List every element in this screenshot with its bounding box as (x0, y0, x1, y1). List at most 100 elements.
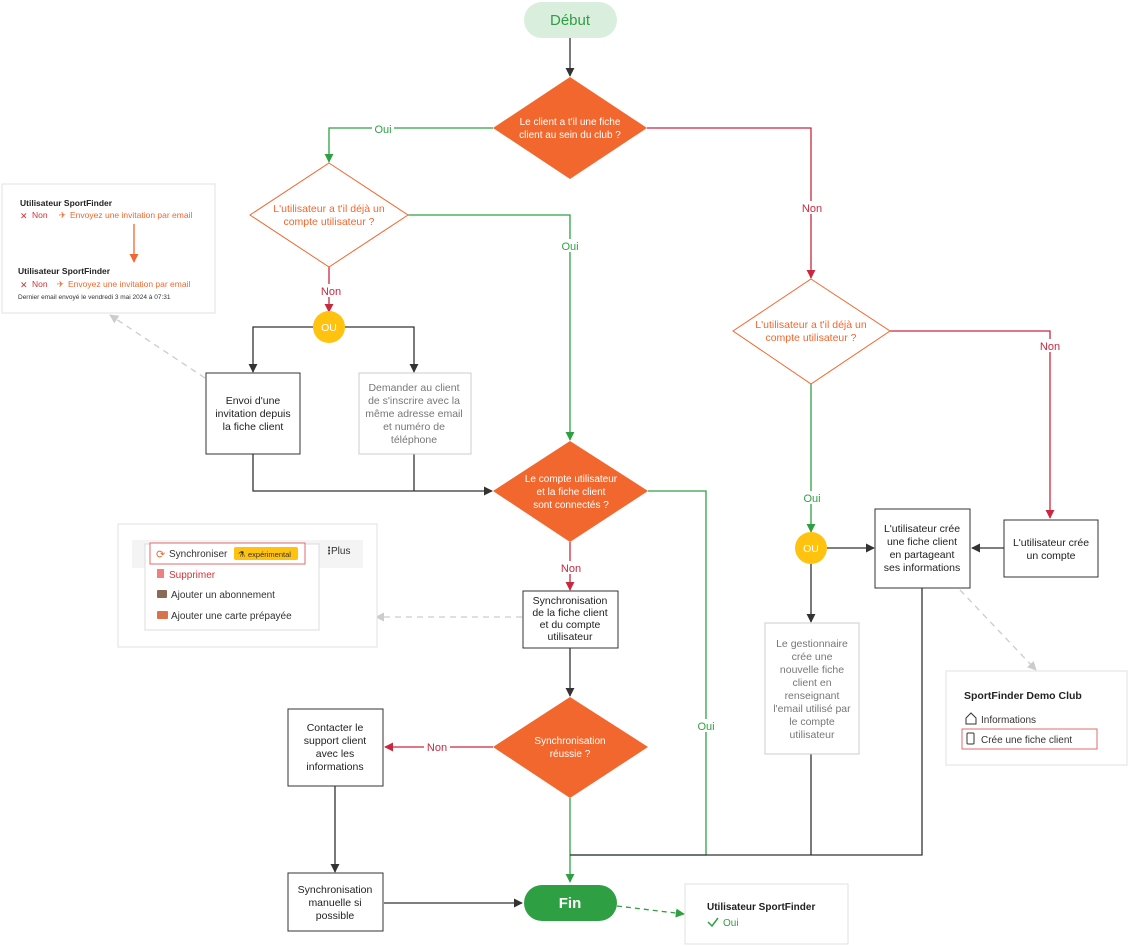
panel-user-invite2[interactable]: Envoyez une invitation par email (68, 279, 190, 289)
label-q3-non: Non (1040, 341, 1060, 353)
box-manager-line6: l'email utilisé par (773, 703, 851, 715)
box-user-creates-account: L'utilisateur crée un compte (1003, 519, 1099, 578)
panel-sportfinder-user: Utilisateur SportFinder ✕ Non ✈ Envoyez … (1, 183, 216, 314)
trash-icon (157, 569, 164, 578)
box-contact-line2: support client (304, 735, 367, 747)
flask-icon: ⚗ (238, 550, 245, 559)
panel-user-x-icon2: ✕ (20, 280, 28, 290)
menu-delete[interactable]: Supprimer (169, 570, 216, 581)
box-fiche-line2: une fiche client (887, 536, 957, 548)
box-ask-client: Demander au client de s'inscrire avec la… (358, 372, 472, 455)
dashed-invitation-panel (109, 314, 206, 379)
decision-left-line2: compte utilisateur ? (283, 216, 374, 228)
decision-client-fiche: Le client a t'il une fiche client au sei… (493, 77, 647, 179)
panel-final-status: Oui (723, 918, 739, 929)
end-node: Fin (524, 885, 617, 921)
decision-connected-line3: sont connectés ? (533, 500, 609, 511)
box-sync-line1: Synchronisation (533, 595, 608, 607)
box-account-line1: L'utilisateur crée (1013, 537, 1089, 549)
box-fiche-line1: L'utilisateur crée (884, 523, 960, 535)
box-manager-line1: Le gestionnaire (776, 638, 848, 650)
box-ask-line1: Demander au client (368, 382, 459, 394)
edge-q1-oui (324, 127, 493, 163)
refresh-icon: ⟳ (156, 549, 165, 561)
decision-user-account-left: L'utilisateur a t'il déjà un compte util… (249, 162, 409, 268)
box-ask-line5: téléphone (391, 434, 437, 446)
decision-right-line1: L'utilisateur a t'il déjà un (755, 319, 867, 331)
or-node-right: OU (795, 532, 827, 564)
send-icon: ✈ (59, 210, 66, 220)
box-invitation-line1: Envoi d'une (226, 395, 281, 407)
box-fiche-line4: ses informations (884, 562, 960, 574)
label-q1-non: Non (802, 203, 822, 215)
box-user-creates-fiche: L'utilisateur crée une fiche client en p… (874, 508, 971, 589)
card-icon (157, 611, 168, 619)
edge-or-ask (345, 326, 419, 373)
box-manual-line3: possible (316, 910, 355, 922)
box-contact-support: Contacter le support client avec les inf… (287, 708, 384, 787)
panel-final-user: Utilisateur SportFinder Oui (684, 883, 849, 945)
briefcase-icon (157, 590, 167, 598)
end-label: Fin (559, 895, 582, 912)
or-right-label: OU (803, 543, 819, 555)
box-manager-line2: crée une (792, 651, 833, 663)
box-manual-line2: manuelle si (308, 897, 361, 909)
edge-fiche-end (570, 588, 923, 856)
edge-q2-oui (408, 214, 575, 441)
edge-q1-non (647, 127, 816, 279)
decision-sync-ok: Synchronisation réussie ? (493, 697, 648, 798)
box-manager-creates: Le gestionnaire crée une nouvelle fiche … (764, 622, 860, 755)
decision-sync-line1: Synchronisation (534, 736, 605, 747)
box-manager-line3: nouvelle fiche (780, 664, 844, 676)
box-sync: Synchronisation de la fiche client et du… (522, 590, 619, 649)
panel-actions-menu: ⟳ Synchroniser ⚗ expérimental ⋮ Plus Sup… (117, 523, 378, 648)
panel-club-info[interactable]: Informations (981, 715, 1036, 726)
start-label: Début (550, 12, 591, 29)
decision-connected-line2: et la fiche client (537, 487, 606, 498)
box-ask-line4: et numéro de (383, 421, 445, 433)
dashed-fiche-panel (959, 589, 1037, 671)
label-q1-oui: Oui (374, 124, 391, 136)
box-fiche-line3: en partageant (890, 549, 955, 561)
panel-club: SportFinder Demo Club Informations Crée … (945, 670, 1128, 766)
id-card-icon (966, 732, 975, 745)
edge-connected-oui (570, 490, 707, 856)
label-connected-non: Non (561, 563, 581, 575)
decision-connected-line1: Le compte utilisateur (525, 474, 618, 485)
start-node: Début (524, 2, 617, 38)
box-sync-line4: utilisateur (548, 631, 593, 643)
panel-user-title2: Utilisateur SportFinder (18, 266, 111, 276)
label-sync-non: Non (427, 742, 447, 754)
panel-club-create[interactable]: Crée une fiche client (981, 735, 1072, 746)
decision-connected: Le compte utilisateur et la fiche client… (493, 441, 648, 542)
panel-user-x-icon1: ✕ (20, 211, 28, 221)
menu-add-prepaid[interactable]: Ajouter une carte prépayée (171, 611, 292, 622)
panel-user-invite1[interactable]: Envoyez une invitation par email (70, 210, 192, 220)
edge-invitation-connected (252, 454, 493, 496)
panel-user-title1: Utilisateur SportFinder (20, 198, 113, 208)
decision-client-fiche-line2: client au sein du club ? (519, 130, 621, 141)
box-invitation: Envoi d'une invitation depuis la fiche c… (205, 372, 301, 455)
box-manager-line5: renseignant (785, 690, 840, 702)
decision-sync-line2: réussie ? (550, 749, 591, 760)
box-manager-line4: client en (792, 677, 831, 689)
menu-add-subscription[interactable]: Ajouter un abonnement (171, 590, 275, 601)
box-sync-line3: et du compte (540, 619, 601, 631)
label-q3-oui: Oui (803, 493, 820, 505)
decision-user-account-right: L'utilisateur a t'il déjà un compte util… (732, 278, 891, 385)
box-invitation-line2: invitation depuis (215, 408, 290, 420)
panel-final-title: Utilisateur SportFinder (707, 902, 815, 913)
more-icon: ⋮ (324, 546, 334, 557)
box-contact-line1: Contacter le (307, 722, 364, 734)
box-manager-line8: utilisateur (790, 729, 835, 741)
panel-club-title: SportFinder Demo Club (964, 690, 1082, 702)
label-connected-oui: Oui (697, 721, 714, 733)
panel-user-status2: Non (32, 279, 48, 289)
menu-sync-label[interactable]: Synchroniser (169, 549, 228, 560)
home-icon (965, 712, 977, 725)
send-icon: ✈ (57, 279, 64, 289)
menu-plus[interactable]: Plus (331, 546, 350, 557)
decision-right-line2: compte utilisateur ? (765, 332, 856, 344)
box-manager-line7: le compte (789, 716, 835, 728)
